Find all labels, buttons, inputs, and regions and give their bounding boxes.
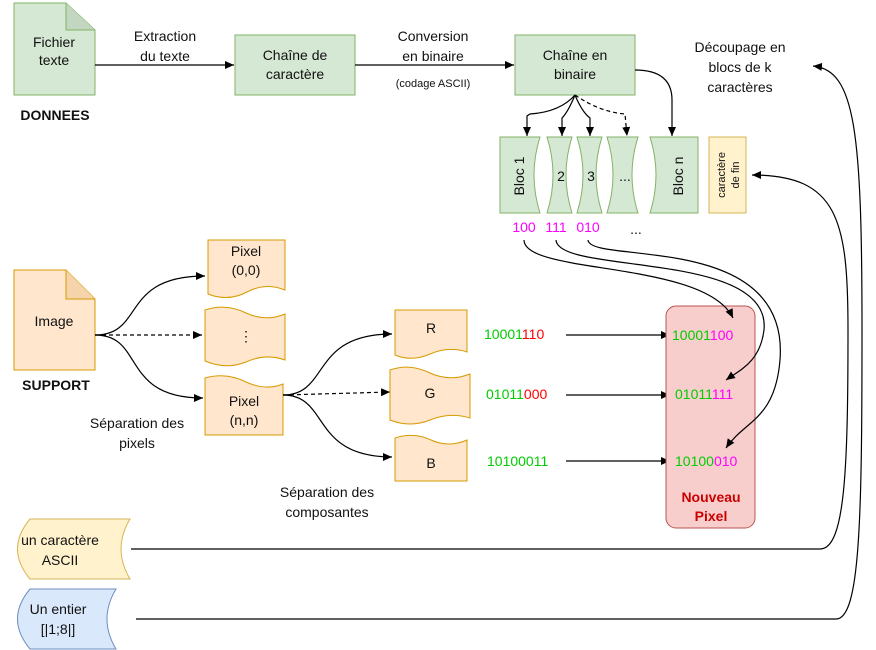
integer-param-label-line2: [|1;8|] xyxy=(41,621,76,637)
component-r-node: R xyxy=(394,309,468,359)
integer-param-node: Un entier [|1;8|] xyxy=(17,588,117,650)
integer-param-label-line1: Un entier xyxy=(30,601,87,617)
pixel-split-arrows xyxy=(94,272,206,402)
component-r-label: R xyxy=(426,320,436,336)
edge-convert-label-line1: Conversion xyxy=(398,28,469,44)
ascii-param-curve xyxy=(131,171,849,550)
integer-param-curve xyxy=(136,62,863,620)
pixel-00-label-line2: (0,0) xyxy=(232,262,261,278)
pixel-00-node: Pixel (0,0) xyxy=(207,239,286,298)
b-bits: 10100011 xyxy=(487,453,548,469)
binary-chain-label-line1: Chaîne en xyxy=(543,47,608,63)
block-bits-ellipsis: ... xyxy=(630,221,642,237)
new-r-bits-high: 10001 xyxy=(672,327,711,343)
pixel-ellipsis-node: ⋮ xyxy=(204,306,286,367)
edge-extract-label-line2: du texte xyxy=(140,48,190,64)
separation-pixels-label-line1: Séparation des xyxy=(90,415,184,431)
pixel-00-label-line1: Pixel xyxy=(231,243,261,259)
separation-pixels-label-line2: pixels xyxy=(119,435,155,451)
block-3-label: 3 xyxy=(587,168,595,184)
g-bits-low: 000 xyxy=(524,386,548,402)
end-char-block: caractère de fin xyxy=(708,136,747,214)
binary-chain-label-line2: binaire xyxy=(554,66,596,82)
split-label-line3: caractères xyxy=(707,79,772,95)
split-label-line1: Découpage en xyxy=(694,39,785,55)
text-file-label-line2: texte xyxy=(39,52,70,68)
data-caption: DONNEES xyxy=(20,107,89,123)
block-3-bits: 010 xyxy=(576,219,600,235)
pixel-nn-node: Pixel (n,n) xyxy=(204,375,284,436)
ascii-param-node: un caractère ASCII xyxy=(17,518,131,580)
image-label: Image xyxy=(35,313,74,329)
component-split-arrows xyxy=(282,330,393,461)
block-1-label: Bloc 1 xyxy=(511,156,527,195)
component-g-label: G xyxy=(425,385,436,401)
pixel-ellipsis-label: ⋮ xyxy=(239,328,253,344)
new-pixel-label-line2: Pixel xyxy=(695,508,728,524)
char-chain-label-line1: Chaîne de xyxy=(263,47,328,63)
text-file-label-line1: Fichier xyxy=(33,34,75,50)
new-pixel-label-line1: Nouveau xyxy=(681,489,740,505)
new-g-bits: 01011111 xyxy=(675,386,733,402)
separation-components-label-line2: composantes xyxy=(285,504,368,520)
new-r-bits-low: 100 xyxy=(710,327,734,343)
new-b-bits: 10100010 xyxy=(675,453,738,469)
image-node: Image xyxy=(13,269,96,371)
new-g-bits-low: 111 xyxy=(712,386,733,402)
edge-convert-label-line2: en binaire xyxy=(402,48,464,64)
block-3: 3 xyxy=(576,136,603,214)
split-arrows xyxy=(523,69,676,137)
ascii-param-label-line2: ASCII xyxy=(42,552,79,568)
r-bits-low: 110 xyxy=(522,326,545,342)
edge-extract-label-line1: Extraction xyxy=(134,28,196,44)
g-bits: 01011000 xyxy=(486,386,547,402)
new-b-bits-high: 10100 xyxy=(675,453,714,469)
char-chain-label-line2: caractère xyxy=(266,66,325,82)
block-n: Bloc n xyxy=(649,136,699,214)
component-g-node: G xyxy=(389,366,471,425)
new-g-bits-high: 01011 xyxy=(675,386,713,402)
binary-chain-node: Chaîne en binaire xyxy=(514,34,636,96)
r-bits-high: 10001 xyxy=(484,326,523,342)
block-ellipsis-label: ... xyxy=(619,168,631,184)
split-label-line2: blocs de k xyxy=(708,59,772,75)
end-char-label-line1: caractère xyxy=(716,152,728,198)
block-2-bits: 111 xyxy=(545,219,566,235)
block-n-label: Bloc n xyxy=(670,157,686,196)
ascii-param-label-line1: un caractère xyxy=(21,532,99,548)
pixel-nn-label-line2: (n,n) xyxy=(230,412,259,428)
r-bits: 10001110 xyxy=(484,326,544,342)
char-chain-node: Chaîne de caractère xyxy=(234,34,356,96)
text-file-node: Fichier texte xyxy=(13,2,96,96)
new-r-bits: 10001100 xyxy=(672,327,733,343)
new-b-bits-low: 010 xyxy=(714,453,738,469)
block-1-bits: 100 xyxy=(512,219,536,235)
block-2-label: 2 xyxy=(557,168,565,184)
block-1: Bloc 1 xyxy=(499,136,541,214)
support-caption: SUPPORT xyxy=(22,377,90,393)
separation-components-label-line1: Séparation des xyxy=(280,484,374,500)
block-ellipsis: ... xyxy=(606,136,639,214)
g-bits-high: 01011 xyxy=(486,386,524,402)
edge-convert-note: (codage ASCII) xyxy=(396,78,471,90)
new-pixel-node: 10001100 01011111 10100010 Nouveau Pixel xyxy=(665,305,756,529)
bits-insertion-curves xyxy=(523,239,781,449)
end-char-label-line2: de fin xyxy=(730,162,742,189)
block-2: 2 xyxy=(546,136,573,214)
component-b-node: B xyxy=(394,434,468,482)
component-b-label: B xyxy=(426,455,435,471)
pixel-nn-label-line1: Pixel xyxy=(229,393,259,409)
